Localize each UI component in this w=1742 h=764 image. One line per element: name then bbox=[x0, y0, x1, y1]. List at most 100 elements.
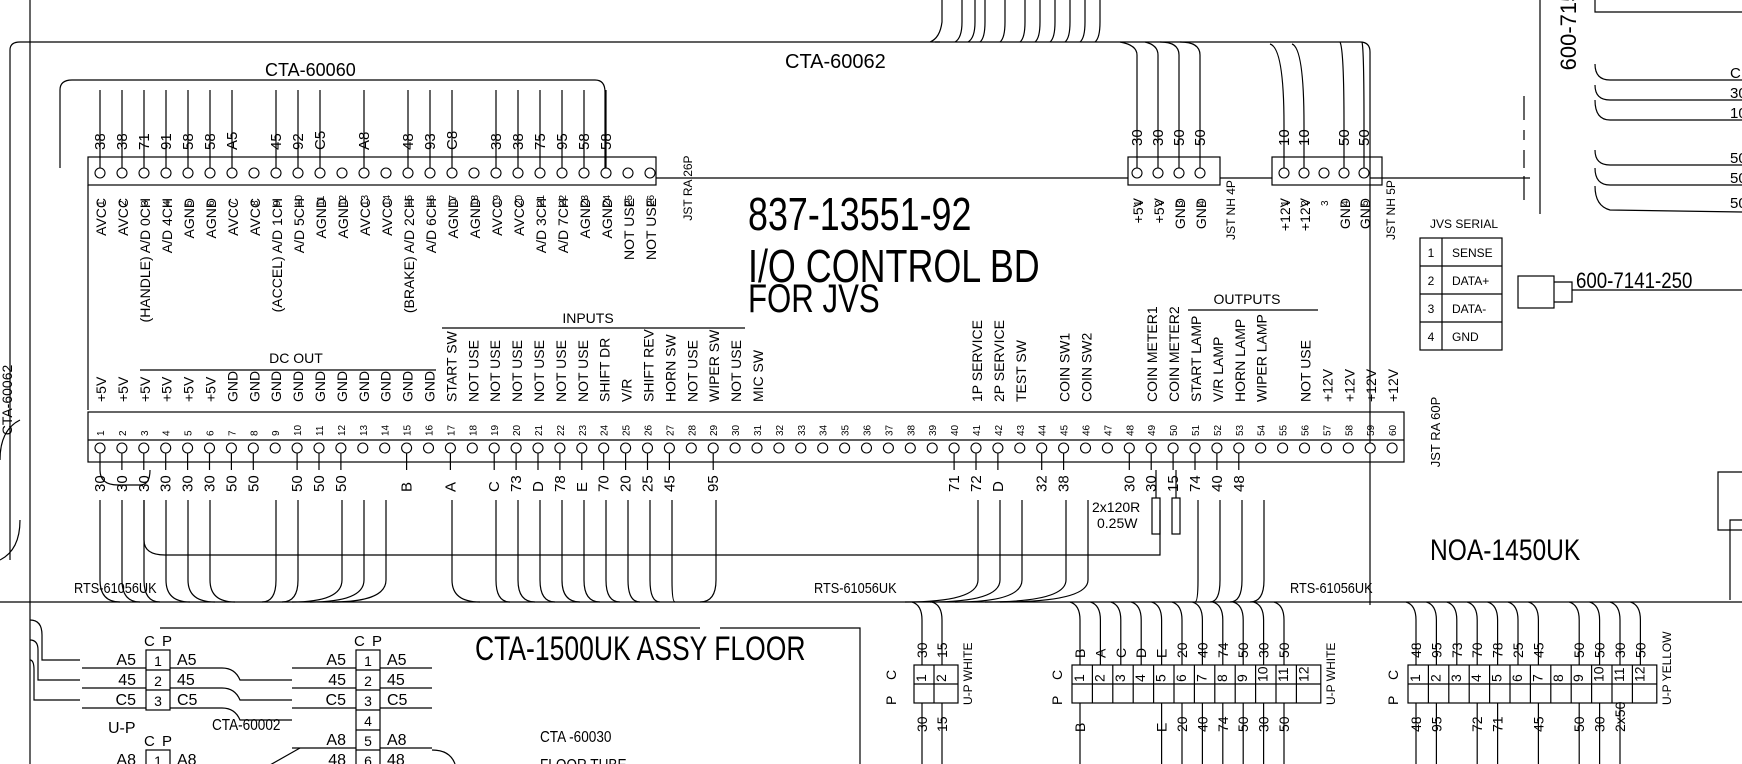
wire-label-cn5-2: 10 bbox=[1296, 129, 1313, 146]
jvs-serial-signal: DATA+ bbox=[1452, 274, 1489, 288]
wire-label-cn5-5: 50 bbox=[1356, 129, 1373, 146]
wire-harness-rts bbox=[1194, 500, 1199, 603]
pin-cn60-32 bbox=[773, 442, 785, 454]
wire-conn_12p_b bbox=[1609, 601, 1621, 665]
pin-cn26-22 bbox=[556, 167, 568, 179]
signal-cn4-1: +5V bbox=[1130, 197, 1146, 223]
signal-cn26-18: AGND bbox=[467, 198, 483, 238]
floor-wire-right: C5 bbox=[387, 692, 408, 709]
signal-cn60-13: GND bbox=[356, 371, 372, 402]
pin-cn60-9 bbox=[269, 442, 281, 454]
wire-label-conn_12p_a: 50 bbox=[1276, 716, 1292, 732]
pin-number-cn5: 1 bbox=[1280, 200, 1291, 206]
pin-number-cn60: 23 bbox=[578, 424, 589, 436]
wire-bundle bbox=[1144, 41, 1159, 56]
pin-number-cn60: 20 bbox=[512, 424, 523, 436]
floor-wire-left: A5 bbox=[116, 652, 136, 669]
pin-cn60-40 bbox=[948, 442, 960, 454]
jvs-serial-pin: 3 bbox=[1428, 302, 1435, 316]
pin-number-cn60: 9 bbox=[271, 430, 282, 436]
floor-wire-left: C5 bbox=[326, 692, 347, 709]
wire-label-cn26-9: 45 bbox=[268, 133, 285, 150]
pin-number-cn4: 1 bbox=[1133, 200, 1144, 206]
floor-wire bbox=[221, 667, 292, 681]
wire-harness-rts bbox=[451, 500, 481, 603]
wire-label-cn60-17: A bbox=[442, 482, 459, 492]
label-board-part: 837-13551-92 bbox=[748, 189, 971, 240]
pin-number-cn26: 21 bbox=[536, 194, 547, 206]
pin-cn60-12 bbox=[335, 442, 347, 454]
wire-label-conn_12p_b: 70 bbox=[1469, 642, 1485, 658]
wire-label-cn60-26: 25 bbox=[640, 475, 657, 492]
wire-label-conn_12p_a: 20 bbox=[1174, 642, 1190, 658]
signal-cn26-17: AGND bbox=[445, 198, 461, 238]
signal-cn26-2: AVCC bbox=[115, 198, 131, 236]
pin-number-cn60: 7 bbox=[227, 430, 238, 436]
wire-conn_12p_a bbox=[1253, 601, 1265, 665]
pin-cn60-18 bbox=[466, 442, 478, 454]
pin-cn60-44 bbox=[1036, 442, 1048, 454]
pin-cn26-11 bbox=[314, 167, 326, 179]
wire-harness-rts bbox=[99, 500, 121, 603]
signal-cn60-28: NOT USE bbox=[684, 340, 700, 402]
wire-label-cn60-6: 30 bbox=[202, 475, 219, 492]
signal-cn5-4: GND bbox=[1337, 198, 1353, 229]
pin-cn60-35 bbox=[839, 442, 851, 454]
wire-harness-rts bbox=[517, 500, 536, 603]
pin-cn60-54 bbox=[1255, 442, 1267, 454]
pin-cn60-24 bbox=[598, 442, 610, 454]
wire-label-conn_12p_b: 73 bbox=[1449, 642, 1465, 658]
signal-cn5-2: +12V bbox=[1297, 197, 1313, 231]
pin-cn60-20 bbox=[510, 442, 522, 454]
pin-number-cn60: 35 bbox=[841, 424, 852, 436]
label-cta60062: CTA-60062 bbox=[785, 51, 886, 73]
label-cta60030: CTA -60030 bbox=[540, 729, 611, 746]
jvs-serial-pin: 2 bbox=[1428, 274, 1435, 288]
wire-conn_2p bbox=[911, 601, 923, 665]
pin-number-cn26: 22 bbox=[558, 194, 569, 206]
wire-label-cn4-3: 50 bbox=[1171, 129, 1188, 146]
jvs-serial-pin: 1 bbox=[1428, 246, 1435, 260]
signal-cn26-19: AVCC bbox=[489, 198, 505, 236]
pin-number-conn_12p_a: 11 bbox=[1275, 667, 1291, 682]
signal-cn26-22: A/D 7CH bbox=[555, 198, 571, 253]
connector-cn60 bbox=[87, 411, 1405, 463]
wire-conn_12p_b bbox=[1630, 601, 1641, 665]
jvs-serial-signal: SENSE bbox=[1452, 246, 1493, 260]
pin-number-cn60: 42 bbox=[994, 424, 1005, 436]
pin-number-cn60: 15 bbox=[403, 424, 414, 436]
signal-cn60-15: GND bbox=[400, 371, 416, 402]
wire-label-cn60-40: 71 bbox=[946, 475, 963, 492]
pin-number-cn26: 25 bbox=[624, 194, 635, 206]
wire-harness-rts bbox=[1229, 500, 1243, 603]
wire-label-conn_2p: 30 bbox=[914, 716, 930, 732]
pin-cn60-26 bbox=[641, 442, 654, 454]
pin-cn5-3 bbox=[1318, 167, 1330, 179]
floor-pin-number: 2 bbox=[154, 673, 162, 689]
pin-number-cn60: 13 bbox=[359, 424, 370, 436]
wire-label-conn_12p_b: 50 bbox=[1571, 642, 1587, 658]
pin-cn4-1 bbox=[1131, 167, 1143, 179]
wire-label-cn60-27: 45 bbox=[661, 475, 678, 492]
pin-number-cn60: 57 bbox=[1322, 424, 1333, 436]
right-partial-label: 10 bbox=[1730, 105, 1742, 122]
pin-cn60-7 bbox=[225, 442, 237, 454]
pin-cn60-57 bbox=[1320, 442, 1332, 454]
pin-cn26-3 bbox=[138, 167, 150, 179]
label-rts-3: RTS-61056UK bbox=[1290, 579, 1373, 596]
wire-harness-rts bbox=[209, 500, 236, 603]
wire-label-conn_12p_a: 50 bbox=[1235, 642, 1251, 658]
signal-cn4-4: GND bbox=[1193, 198, 1209, 229]
pin-number-conn_12p_b: 12 bbox=[1631, 666, 1647, 682]
pin-cn60-33 bbox=[795, 442, 807, 454]
floor-wire-left: 45 bbox=[328, 672, 346, 689]
signal-cn26-15: (BRAKE) A/D 2CH bbox=[401, 198, 417, 313]
label-cta60002: CTA-60002 bbox=[212, 717, 280, 734]
wire-label-cn60-1: 30 bbox=[92, 475, 109, 492]
wire-label-conn_12p_b: 78 bbox=[1490, 642, 1506, 658]
pin-number-cn26: 12 bbox=[338, 194, 349, 206]
signal-cn60-17: START SW bbox=[443, 330, 459, 402]
wire-label-cn4-1: 30 bbox=[1129, 129, 1146, 146]
wire-harness-rts bbox=[627, 500, 641, 603]
pin-cn60-6 bbox=[203, 442, 216, 454]
